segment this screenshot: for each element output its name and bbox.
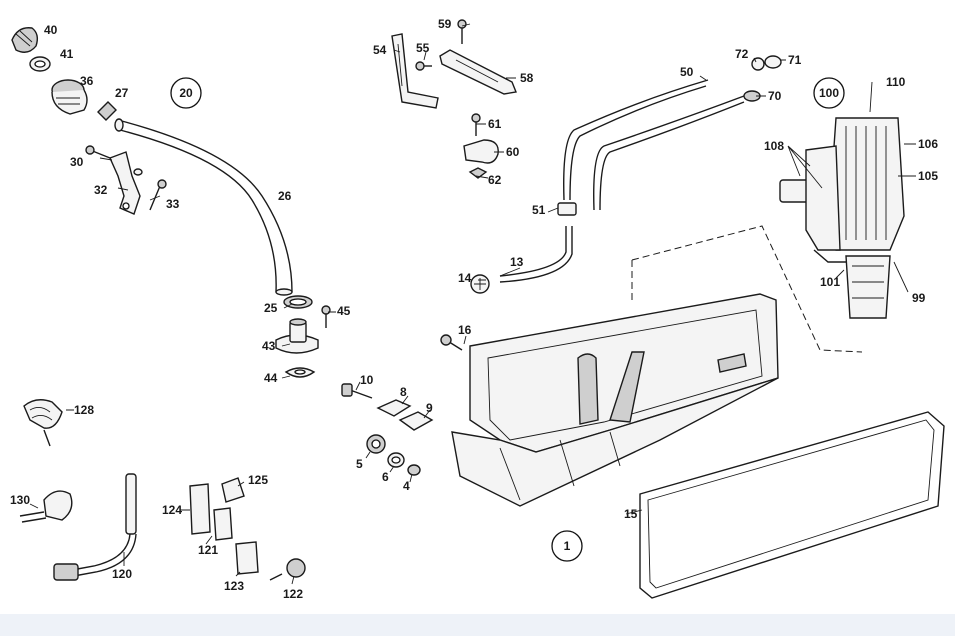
- part-label: 108: [764, 139, 784, 153]
- part-label: 32: [94, 183, 108, 197]
- part-label: 125: [248, 473, 268, 487]
- part-label: 60: [506, 145, 520, 159]
- callout-label: 1: [564, 539, 571, 553]
- part-label: 36: [80, 74, 94, 88]
- part-label: 128: [74, 403, 94, 417]
- part-label: 58: [520, 71, 534, 85]
- part-label: 6: [382, 470, 389, 484]
- part-label: 123: [224, 579, 244, 593]
- callout-label: 20: [179, 86, 193, 100]
- part-label: 99: [912, 291, 926, 305]
- support-bracket-illustration: [391, 33, 439, 109]
- filter-housing-illustration: [779, 117, 905, 319]
- part-label: 5: [356, 457, 363, 471]
- part-label: 55: [416, 41, 430, 55]
- oil-level-sensor-illustration: [53, 473, 137, 581]
- dipstick-tube-illustration: [563, 55, 782, 211]
- part-label: 51: [532, 203, 546, 217]
- part-label: 27: [115, 86, 129, 100]
- part-label: 62: [488, 173, 502, 187]
- part-label: 72: [735, 47, 749, 61]
- part-label: 8: [400, 385, 407, 399]
- part-label: 121: [198, 543, 218, 557]
- pan-gasket-illustration: [639, 411, 945, 599]
- oil-pipe-illustration: [470, 202, 577, 294]
- part-label: 26: [278, 189, 292, 203]
- part-label: 13: [510, 255, 524, 269]
- clamp-illustration: [97, 101, 117, 121]
- part-label: 54: [373, 43, 387, 57]
- mounting-clamp-illustration: [19, 490, 73, 523]
- part-label: 71: [788, 53, 802, 67]
- part-label: 124: [162, 503, 182, 517]
- part-label: 14: [458, 271, 472, 285]
- part-label: 61: [488, 117, 502, 131]
- part-labels: 40 41 36 27 30 32 33 26 25 45 43 44 54 5…: [10, 17, 938, 601]
- viewer-bottom-bar: [0, 614, 955, 636]
- bracket-illustration: [85, 145, 167, 215]
- part-label: 41: [60, 47, 74, 61]
- callout-circles: 20 100 1: [170, 77, 845, 562]
- mounting-strap-illustration: [439, 19, 517, 95]
- part-label: 70: [768, 89, 782, 103]
- cable-clip-illustration: [23, 399, 63, 447]
- part-label: 43: [262, 339, 276, 353]
- filler-hose-illustration: [114, 118, 293, 296]
- part-label: 30: [70, 155, 84, 169]
- part-label: 120: [112, 567, 132, 581]
- drain-plug-illustration: [341, 334, 463, 476]
- flange-illustration: [275, 305, 331, 378]
- part-label: 4: [403, 479, 410, 493]
- part-label: 9: [426, 401, 433, 415]
- exploded-parts-diagram: 20 100 1 40 41 36 27 30 32 33 26 25 45 4…: [10, 17, 945, 601]
- part-label: 110: [886, 75, 906, 89]
- filler-cap-illustration: [11, 27, 39, 53]
- part-label: 25: [264, 301, 278, 315]
- part-label: 101: [820, 275, 840, 289]
- callout-label: 100: [819, 86, 839, 100]
- part-label: 40: [44, 23, 58, 37]
- part-label: 50: [680, 65, 694, 79]
- part-label: 15: [624, 507, 638, 521]
- part-label: 59: [438, 17, 452, 31]
- part-label: 10: [360, 373, 374, 387]
- part-label: 44: [264, 371, 278, 385]
- part-label: 16: [458, 323, 472, 337]
- part-label: 106: [918, 137, 938, 151]
- part-label: 130: [10, 493, 30, 507]
- leader-lines: [29, 23, 916, 585]
- small-clips-illustration: [189, 477, 306, 581]
- part-label: 122: [283, 587, 303, 601]
- filler-neck-illustration: [51, 79, 88, 115]
- oil-pan-illustration: [451, 225, 863, 507]
- parts-diagram-sheet: 20 100 1 40 41 36 27 30 32 33 26 25 45 4…: [0, 0, 955, 614]
- part-label: 105: [918, 169, 938, 183]
- seal-ring-illustration: [29, 56, 51, 72]
- pipe-clip-illustration: [463, 113, 499, 179]
- part-label: 45: [337, 304, 351, 318]
- part-label: 33: [166, 197, 180, 211]
